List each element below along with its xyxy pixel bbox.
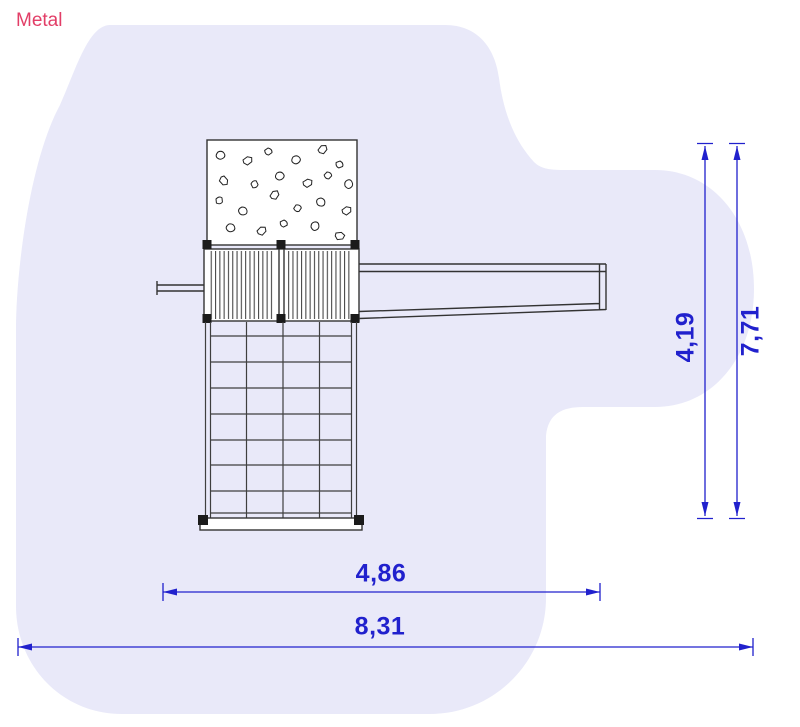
- play-equipment: [156, 139, 607, 531]
- net-bottom-posts: [198, 515, 364, 525]
- arrow-right-icon: [586, 588, 600, 596]
- net-bottom-beam: [199, 517, 363, 531]
- dimension-lines: [17, 142, 754, 656]
- climbing-net: [204, 322, 358, 518]
- safety-zone-shape: [16, 25, 754, 714]
- dim-width-outer-line: [17, 638, 754, 656]
- dim-width-inner-label: 4,86: [355, 559, 407, 588]
- arrow-right-icon: [739, 643, 753, 651]
- deck-slats-right: [287, 251, 351, 319]
- support-posts: [202, 240, 360, 323]
- dim-height-outer-label: 7,71: [736, 305, 765, 357]
- handrail: [156, 281, 204, 295]
- arrow-down-icon: [733, 502, 741, 516]
- arrow-up-icon: [701, 146, 709, 160]
- dim-height-inner-line: [697, 142, 713, 520]
- climbing-wall-panel: [206, 139, 358, 246]
- arrow-down-icon: [701, 502, 709, 516]
- deck-divider: [278, 249, 285, 321]
- slide: [358, 263, 607, 320]
- deck-slats-left: [208, 251, 274, 319]
- arrow-left-icon: [18, 643, 32, 651]
- dim-width-outer-label: 8,31: [354, 612, 406, 641]
- dim-height-outer-line: [729, 142, 745, 520]
- dim-width-inner-line: [162, 583, 601, 601]
- material-label: Metal: [16, 10, 63, 31]
- dim-height-inner-label: 4,19: [671, 311, 700, 363]
- arrow-left-icon: [163, 588, 177, 596]
- arrow-up-icon: [733, 146, 741, 160]
